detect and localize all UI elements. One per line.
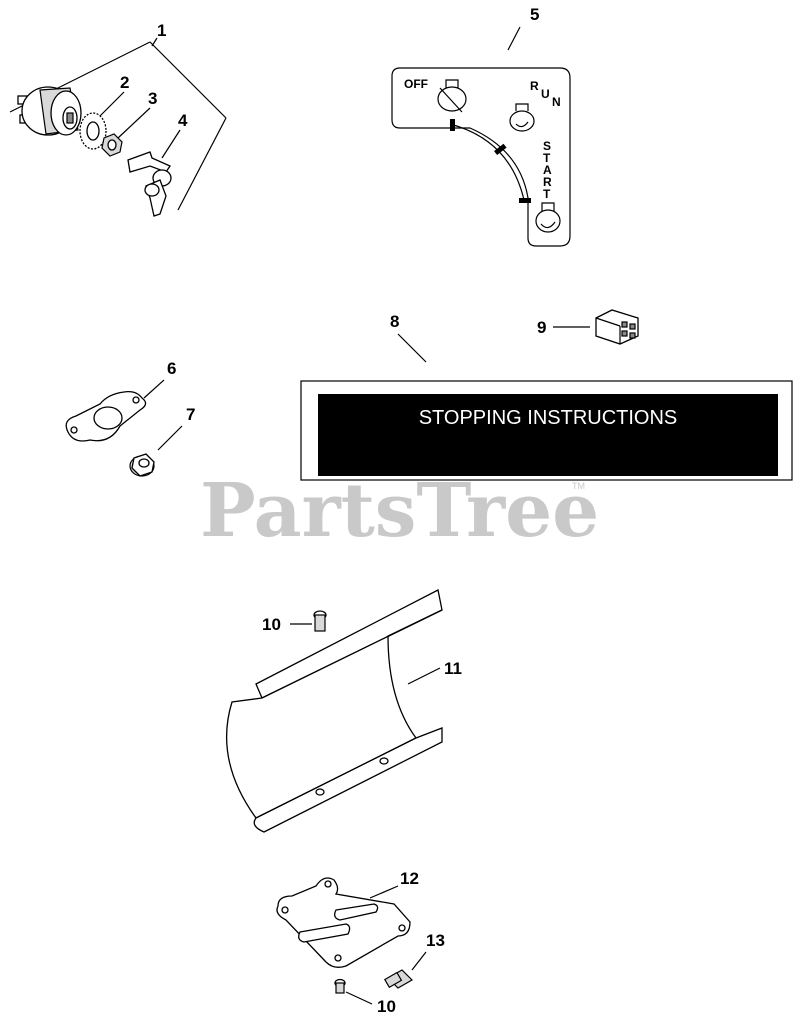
connector-edge — [595, 317, 621, 327]
label-start-s: S — [543, 139, 551, 153]
ignition-switch[interactable] — [17, 86, 82, 136]
bracket-slot-upper — [334, 903, 379, 921]
connector-pin — [629, 332, 636, 339]
label-start-t2: T — [543, 187, 551, 201]
leader-7 — [157, 425, 183, 451]
bracket-hole — [398, 924, 406, 932]
leader-10-lower — [345, 991, 373, 1005]
callout-13: 13 — [426, 931, 445, 950]
callout-9: 9 — [537, 318, 546, 337]
bracket-hole — [334, 954, 342, 962]
screw-shank — [314, 614, 326, 632]
nut-hole — [107, 139, 117, 151]
bracket-plate — [276, 877, 411, 968]
lock-washer-hole — [86, 121, 100, 141]
engine-start-icon — [535, 202, 561, 233]
part-6-gasket[interactable]: 6 — [65, 359, 176, 442]
shield-mount-hole — [315, 788, 325, 796]
part-12-bracket[interactable]: 12 — [276, 869, 419, 968]
watermark: PartsTree TM — [200, 468, 599, 554]
leader-12 — [369, 885, 399, 899]
key-ring-2 — [144, 183, 160, 197]
callout-7: 7 — [186, 405, 195, 424]
label-start-r: R — [543, 175, 552, 189]
leader-6 — [143, 379, 165, 399]
gasket-bolt-hole-right — [132, 396, 140, 404]
connector-pin — [621, 330, 628, 337]
part-8-stopping-instructions-decal[interactable]: 8 STOPPING INSTRUCTIONS — [300, 312, 793, 481]
bracket-hole — [281, 906, 289, 914]
bracket-slot-lower — [298, 923, 351, 943]
decal-panel — [318, 394, 778, 476]
shield-bottom-flange — [253, 727, 443, 833]
callout-5: 5 — [530, 5, 539, 24]
label-run-u: U — [541, 87, 550, 101]
engine-run-icon — [509, 103, 535, 132]
switch-nut[interactable] — [101, 133, 123, 157]
key-slot — [66, 112, 74, 124]
detent-off — [450, 119, 455, 131]
callout-6: 6 — [167, 359, 176, 378]
leader-13 — [411, 951, 427, 971]
watermark-trademark: TM — [572, 481, 585, 491]
screw-shank — [335, 982, 345, 994]
shield-mount-hole — [379, 757, 389, 765]
leader-5 — [507, 26, 521, 51]
bracket-line-lower — [177, 117, 227, 211]
flange-nut-hole — [138, 458, 150, 468]
engine-off-icon — [437, 79, 467, 113]
callout-8: 8 — [390, 312, 399, 331]
label-off: OFF — [404, 77, 428, 91]
watermark-text: PartsTree — [200, 468, 599, 554]
part-7-flange-nut[interactable]: 7 — [129, 405, 195, 477]
leader-3 — [117, 107, 151, 139]
bracket-hole — [324, 880, 332, 888]
leader-8 — [397, 333, 427, 363]
connector-pin — [621, 321, 628, 328]
part-13-bolt[interactable]: 13 — [383, 931, 445, 989]
lock-washer[interactable] — [79, 112, 107, 150]
label-start-t: T — [543, 151, 551, 165]
detent-run — [494, 143, 507, 156]
part-11-shield[interactable]: 11 — [226, 589, 462, 833]
part-10-screw-upper[interactable]: 10 — [262, 610, 327, 634]
bolt-shank — [383, 971, 403, 989]
leader-11 — [407, 667, 441, 685]
callout-1: 1 — [157, 21, 166, 40]
callout-2: 2 — [120, 73, 129, 92]
leader-4 — [161, 129, 181, 159]
ignition-keys[interactable] — [127, 151, 172, 217]
part-5-switch-decal[interactable]: 5 OFF R U N S T A R T — [391, 5, 571, 247]
connector-pin — [629, 323, 636, 330]
callout-12: 12 — [400, 869, 419, 888]
part-1-ignition-switch-kit[interactable]: 1 2 3 4 — [9, 21, 227, 217]
decal-arc — [449, 123, 525, 201]
gasket-hole — [93, 406, 123, 430]
label-run-r: R — [530, 79, 539, 93]
part-10-screw-lower[interactable]: 10 — [334, 978, 396, 1017]
callout-4: 4 — [178, 111, 188, 130]
part-9-connector[interactable]: 9 — [537, 309, 639, 345]
leader-1 — [151, 37, 158, 47]
callout-10-lower: 10 — [377, 997, 396, 1016]
bracket-line-right — [149, 41, 227, 119]
key-1 — [127, 151, 171, 173]
label-run-n: N — [552, 95, 561, 109]
decal-8-text: STOPPING INSTRUCTIONS — [419, 407, 678, 429]
callout-3: 3 — [148, 89, 157, 108]
detent-start — [519, 198, 531, 203]
gasket-bolt-hole-left — [70, 426, 78, 434]
label-start-a: A — [543, 163, 552, 177]
callout-10-upper: 10 — [262, 615, 281, 634]
callout-11: 11 — [444, 659, 462, 678]
leader-2 — [99, 91, 125, 117]
